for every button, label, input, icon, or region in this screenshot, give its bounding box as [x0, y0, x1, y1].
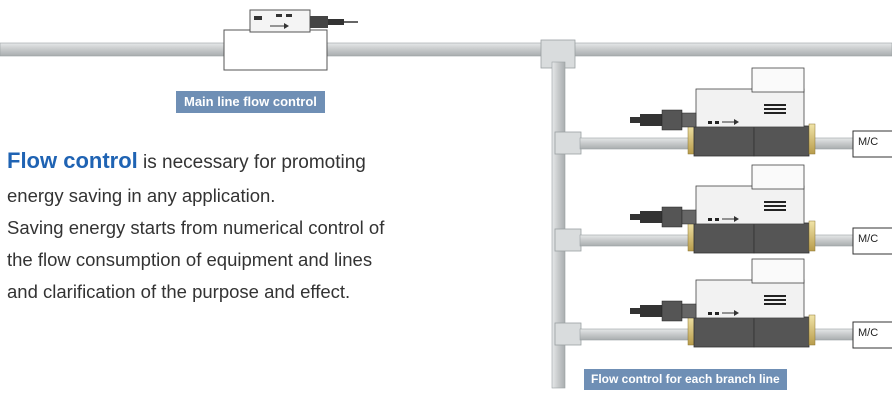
machine-box-1	[852, 130, 892, 158]
machine-box-3	[852, 321, 892, 349]
description-text: Flow control is necessary for promoting …	[7, 146, 527, 306]
machine-label-3: M/C	[858, 327, 879, 339]
flow-control-highlight: Flow control	[7, 148, 138, 173]
branch-flow-sensor-3	[630, 258, 816, 348]
branch-flow-control-badge: Flow control for each branch line	[584, 369, 787, 390]
description-line-2: energy saving in any application.	[7, 185, 276, 206]
branch-flow-sensor-1	[630, 67, 816, 157]
main-line-flow-control-badge: Main line flow control	[176, 91, 325, 113]
main-pipe	[0, 42, 892, 57]
branch-flow-sensor-2	[630, 164, 816, 254]
description-line-1: Flow control is necessary for promoting	[7, 146, 527, 178]
machine-box-2	[852, 227, 892, 255]
machine-label-2: M/C	[858, 233, 879, 245]
description-line-4: the flow consumption of equipment and li…	[7, 249, 373, 270]
machine-label-1: M/C	[858, 136, 879, 148]
description-line-3: Saving energy starts from numerical cont…	[7, 217, 385, 238]
description-line-1-rest: is necessary for promoting	[137, 152, 366, 173]
description-line-5: and clarification of the purpose and eff…	[7, 281, 351, 302]
main-line-flow-sensor	[223, 9, 358, 71]
